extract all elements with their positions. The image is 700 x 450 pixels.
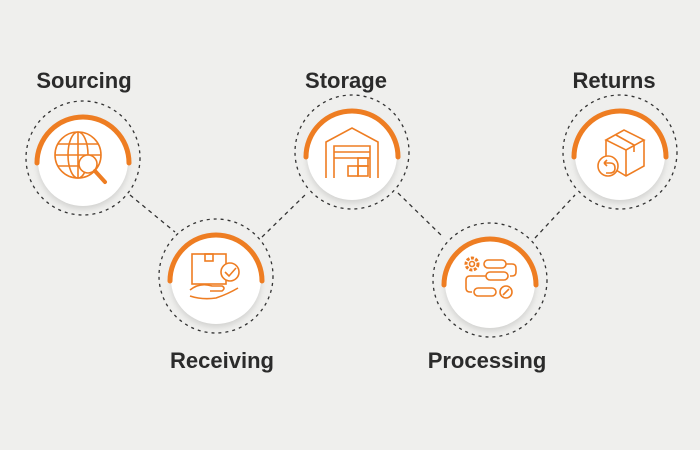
warehouse-icon (325, 127, 379, 178)
connector-1 (129, 194, 176, 233)
step-returns (562, 94, 678, 210)
step-label-processing: Processing (427, 348, 547, 373)
step-label-storage: Storage (305, 68, 387, 93)
connector-4 (534, 194, 576, 239)
connector-2 (261, 194, 306, 238)
step-receiving (158, 218, 274, 334)
box-hand-check-icon (189, 253, 240, 300)
step-processing (432, 222, 548, 338)
box-return-icon (597, 129, 646, 177)
step-sourcing (25, 100, 141, 216)
step-label-receiving: Receiving (170, 348, 274, 373)
step-storage (294, 94, 410, 210)
step-label-returns: Returns (572, 68, 656, 93)
step-label-sourcing: Sourcing (36, 68, 132, 93)
globe-search-icon (54, 131, 107, 184)
workflow-gear-icon (464, 256, 517, 299)
connector-3 (397, 192, 444, 238)
